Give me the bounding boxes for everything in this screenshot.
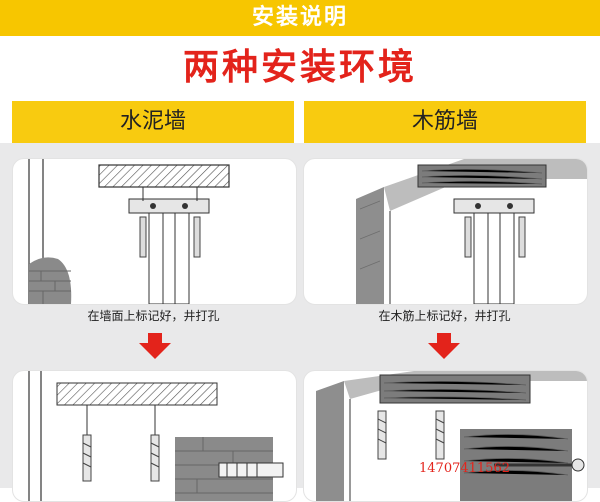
concrete-step1-illustration	[12, 158, 297, 305]
wood-step1-caption: 在木筋上标记好，井打孔	[378, 309, 511, 323]
page-heading: 两种安装环境	[182, 47, 417, 88]
tab-wood-stud-wall: 木筋墙	[304, 101, 586, 143]
tab-concrete-wall: 水泥墙	[12, 101, 294, 143]
top-banner: 安装说明	[0, 0, 600, 36]
banner-title: 安装说明	[251, 5, 348, 30]
down-arrow-icon	[428, 333, 460, 359]
contact-phone: 14707411562	[419, 461, 510, 476]
concrete-step1-caption: 在墙面上标记好，井打孔	[87, 309, 220, 323]
concrete-step2-illustration	[12, 370, 297, 502]
wood-step1-illustration	[303, 158, 588, 305]
wood-step2-illustration	[303, 370, 588, 502]
down-arrow-icon	[139, 333, 171, 359]
